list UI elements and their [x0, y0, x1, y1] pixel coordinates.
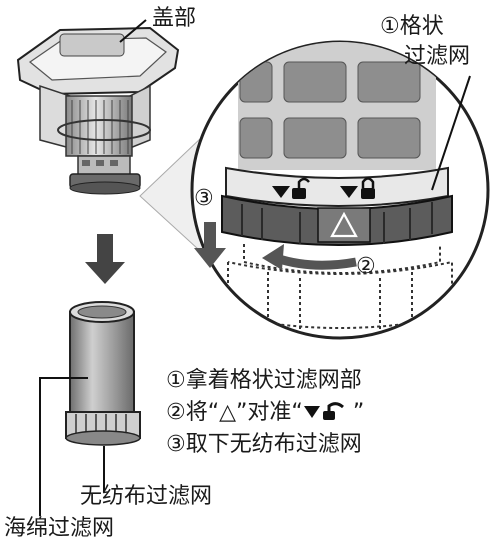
grid-filter-label-line2: 过滤网	[404, 44, 471, 69]
step-2-arrow-icon	[303, 406, 320, 418]
triangle-mark-icon	[330, 211, 358, 238]
step-2-marker-icons	[303, 402, 344, 420]
step-2-unlock-icon	[322, 411, 335, 420]
lock-icon	[361, 177, 375, 199]
unlock-icon	[292, 177, 310, 199]
lock-marker	[340, 177, 375, 199]
step-2-text: ②将“△”对准“ ”	[166, 400, 364, 426]
cover-label: 盖部	[152, 6, 197, 31]
filter-assembly	[16, 19, 180, 195]
sponge-filter-cylinder	[69, 301, 135, 417]
nonwoven-filter-ring	[65, 411, 141, 446]
down-arrow-icon	[85, 234, 125, 284]
nonwoven-filter-label: 无纺布过滤网	[80, 484, 213, 509]
pull-down-arrow-icon	[194, 222, 226, 268]
step-2-prefix: ②将“△”对准“	[166, 400, 303, 425]
unlock-arrow-icon	[272, 186, 290, 198]
rotate-arrow-icon	[262, 244, 357, 270]
lock-arrow-icon	[340, 186, 358, 198]
callout-step-3: ③	[194, 186, 214, 211]
step-1-text: ①拿着格状过滤网部	[166, 368, 362, 393]
callout-step-2: ②	[356, 254, 376, 279]
grid-filter-label-line1: ①格状	[380, 14, 444, 39]
step-3-text: ③取下无纺布过滤网	[166, 432, 362, 457]
unlock-marker	[272, 177, 310, 199]
zoom-circle	[190, 40, 490, 340]
sponge-filter-label: 海绵过滤网	[4, 516, 115, 541]
step-2-suffix: ”	[352, 400, 365, 425]
